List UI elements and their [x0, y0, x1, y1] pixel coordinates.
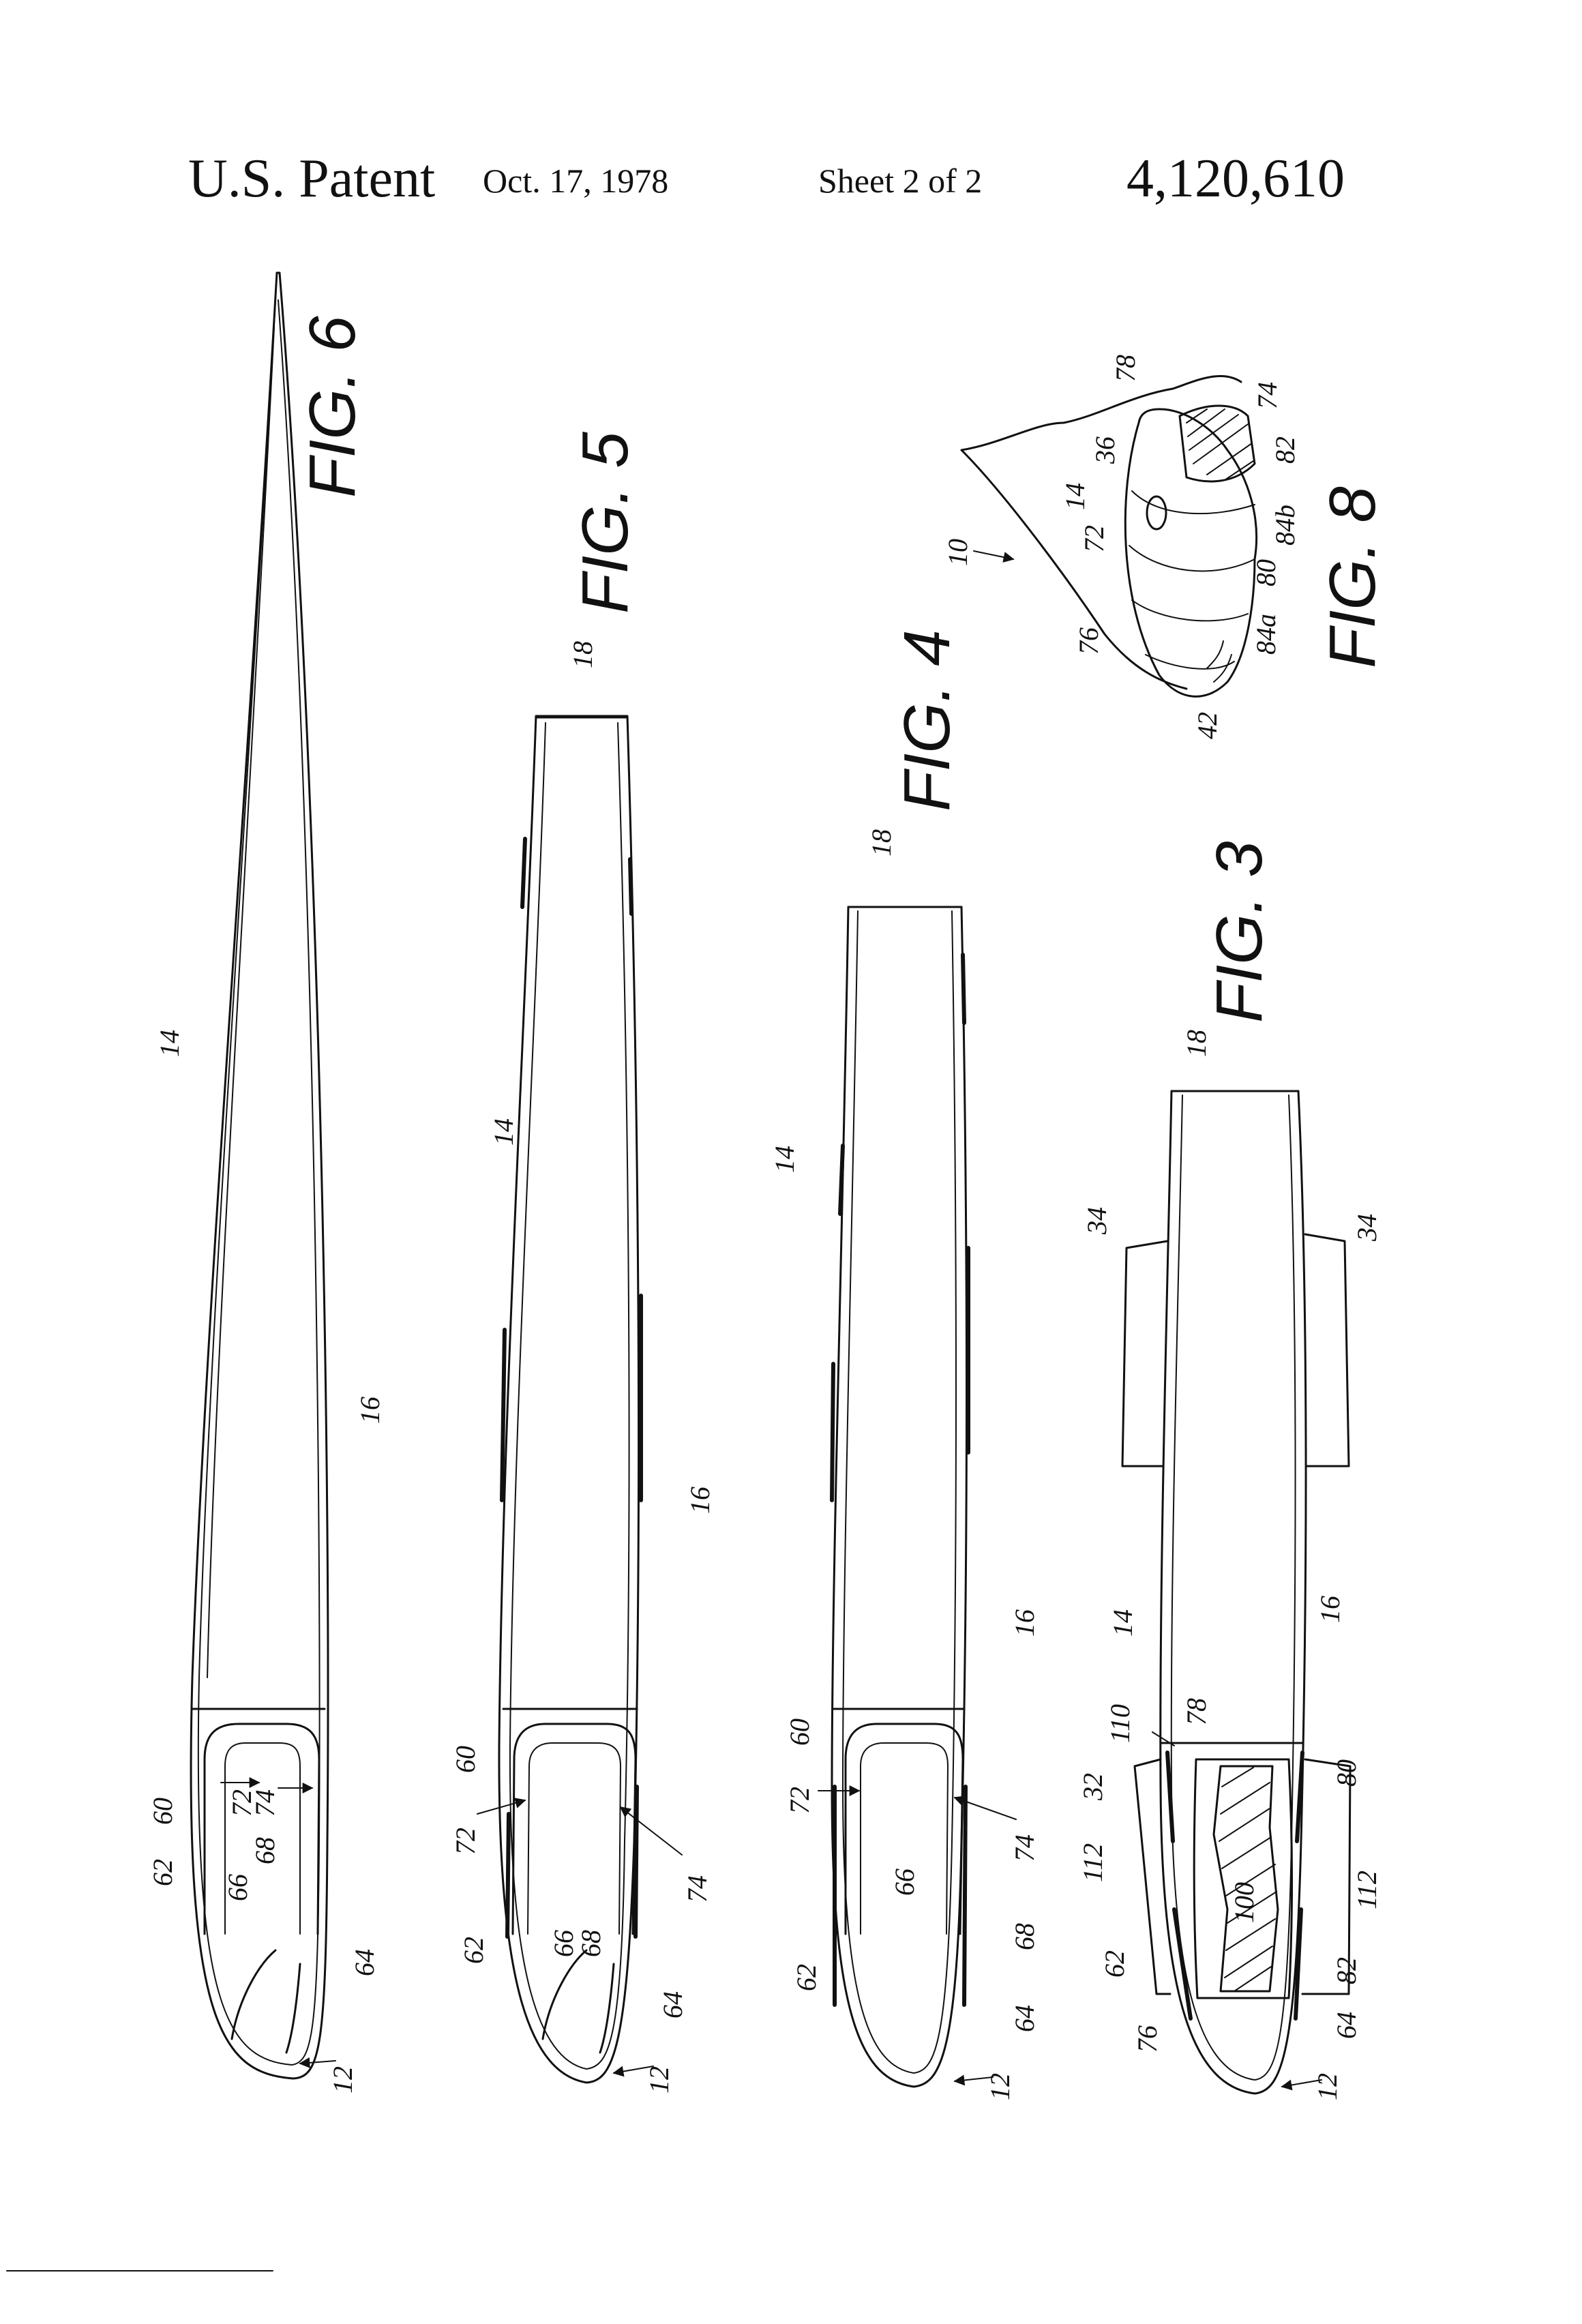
fig4-label-66: 66 [889, 1868, 920, 1896]
fig8-label-76: 76 [1073, 627, 1104, 655]
fig5-label-14: 14 [488, 1118, 519, 1146]
fig3-label-32: 32 [1077, 1773, 1108, 1801]
fig3-label-14: 14 [1107, 1609, 1138, 1637]
fig8-label-36: 36 [1090, 436, 1120, 464]
fig4-title: FIG. 4 [891, 629, 964, 811]
fig3-label-64: 64 [1331, 2012, 1362, 2039]
fig4-spar-web-inner [861, 1743, 948, 1934]
fig4-skin-inner [843, 911, 956, 2073]
fig3-label-112-right: 112 [1352, 1871, 1382, 1909]
fig3-sleeve-34-left [1122, 1241, 1167, 1466]
fig3-skin-inner [1171, 1095, 1296, 2080]
fig8-tip-body [1125, 409, 1256, 696]
fig3-spar-block [1194, 1759, 1292, 1998]
fig5-label-60: 60 [450, 1746, 481, 1773]
fig8-label-80: 80 [1251, 559, 1281, 586]
fig8-title: FIG. 8 [1316, 486, 1389, 668]
figure-4 [832, 907, 968, 2087]
fig5-label-68: 68 [576, 1930, 606, 1957]
fig8-hole-36 [1147, 496, 1166, 529]
fig4-spar-web [846, 1724, 963, 1934]
fig5-label-66: 66 [548, 1930, 579, 1957]
fig4-label-18: 18 [866, 829, 897, 856]
fig5-label-12: 12 [644, 2066, 674, 2094]
fig8-label-42: 42 [1192, 712, 1223, 739]
fig3-label-80: 80 [1331, 1759, 1362, 1787]
fig6-label-14: 14 [154, 1030, 185, 1057]
fig3-label-16: 16 [1315, 1596, 1345, 1623]
fig8-arrow-10 [974, 551, 1013, 559]
fig8-label-78: 78 [1110, 355, 1141, 382]
fig4-label-68: 68 [1009, 1923, 1040, 1950]
fig5-label-64: 64 [657, 1991, 688, 2018]
fig6-arrow-12 [300, 2061, 335, 2064]
fig3-label-112-left: 112 [1077, 1843, 1108, 1882]
fig6-label-66: 66 [222, 1874, 253, 1901]
fig5-label-72: 72 [450, 1828, 481, 1855]
fig8-label-84a: 84a [1251, 614, 1281, 655]
fig5-label-16: 16 [685, 1487, 715, 1514]
fig6-label-16: 16 [355, 1397, 385, 1424]
fig5-arrow-74 [621, 1807, 682, 1855]
figure-5 [499, 716, 641, 2083]
fig5-outer-contour [499, 716, 639, 2083]
fig3-label-78: 78 [1181, 1698, 1212, 1725]
fig5-arrow-72 [477, 1800, 525, 1814]
fig4-label-60: 60 [784, 1718, 815, 1746]
fig5-spar-web-inner [528, 1743, 621, 1934]
fig3-label-34-left: 34 [1081, 1207, 1112, 1235]
fig6-skin-inner2 [207, 327, 274, 1678]
fig6-label-64: 64 [349, 1949, 380, 1976]
fig3-core-100 [1214, 1766, 1278, 1991]
fig3-sleeve-32-left [1135, 1759, 1170, 1994]
fig8-label-72: 72 [1079, 525, 1109, 552]
fig3-label-100: 100 [1229, 1882, 1259, 1923]
fig3-label-18: 18 [1181, 1030, 1212, 1057]
fig8-label-10: 10 [942, 539, 973, 566]
fig4-label-74: 74 [1009, 1834, 1040, 1862]
fig3-outer-contour [1161, 1091, 1306, 2094]
fig3-label-110: 110 [1105, 1704, 1135, 1743]
fig4-label-64: 64 [1009, 2005, 1040, 2032]
fig6-label-12: 12 [327, 2066, 358, 2094]
fig8-edge-highlights [1207, 641, 1232, 682]
fig3-label-76: 76 [1132, 2025, 1163, 2053]
fig3-label-34-right: 34 [1352, 1214, 1382, 1242]
fig4-label-62: 62 [791, 1964, 822, 1991]
figure-3 [1122, 1091, 1350, 2094]
fig6-label-74: 74 [250, 1789, 280, 1817]
fig3-label-82: 82 [1331, 1957, 1362, 1984]
fig5-label-74: 74 [682, 1875, 713, 1903]
fig6-leading-edge-insert [232, 1950, 300, 2053]
fig5-leading-edge-insert [543, 1950, 614, 2053]
fig8-label-14: 14 [1060, 483, 1090, 510]
fig5-label-62: 62 [458, 1937, 489, 1964]
fig6-title: FIG. 6 [296, 316, 369, 498]
fig4-label-16: 16 [1009, 1609, 1040, 1637]
fig4-label-72: 72 [784, 1787, 815, 1814]
fig4-label-14: 14 [769, 1146, 800, 1173]
fig3-core-hatch [1219, 1768, 1277, 1991]
fig3-title: FIG. 3 [1203, 841, 1276, 1023]
fig3-sleeve-34-right [1305, 1234, 1349, 1466]
fig3-label-62: 62 [1099, 1950, 1130, 1978]
fig6-label-60: 60 [147, 1798, 178, 1825]
fig5-label-18: 18 [567, 641, 598, 668]
fig8-label-84b: 84b [1270, 505, 1300, 546]
fig3-label-12: 12 [1312, 2073, 1343, 2100]
fig6-label-62: 62 [147, 1859, 178, 1886]
fig8-label-74: 74 [1252, 382, 1283, 409]
fig8-label-82: 82 [1270, 436, 1300, 464]
fig6-spar-web [205, 1724, 319, 1934]
fig5-title: FIG. 5 [569, 432, 642, 614]
fig6-label-68: 68 [250, 1837, 280, 1864]
